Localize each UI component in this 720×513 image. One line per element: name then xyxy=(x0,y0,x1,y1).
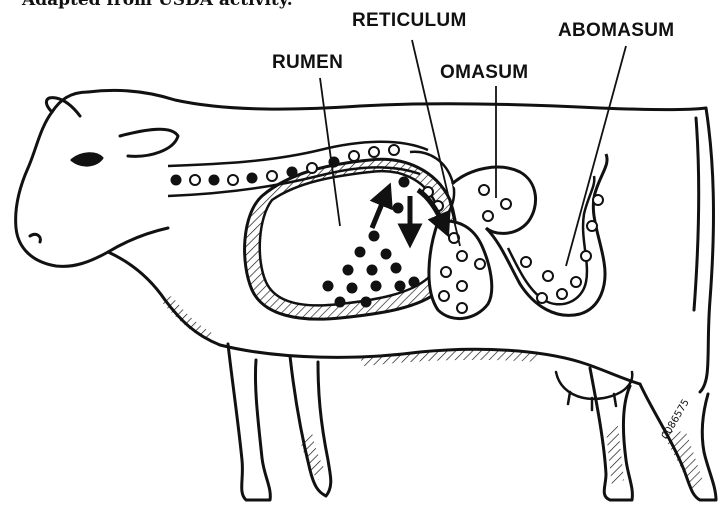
rumen xyxy=(245,159,457,319)
